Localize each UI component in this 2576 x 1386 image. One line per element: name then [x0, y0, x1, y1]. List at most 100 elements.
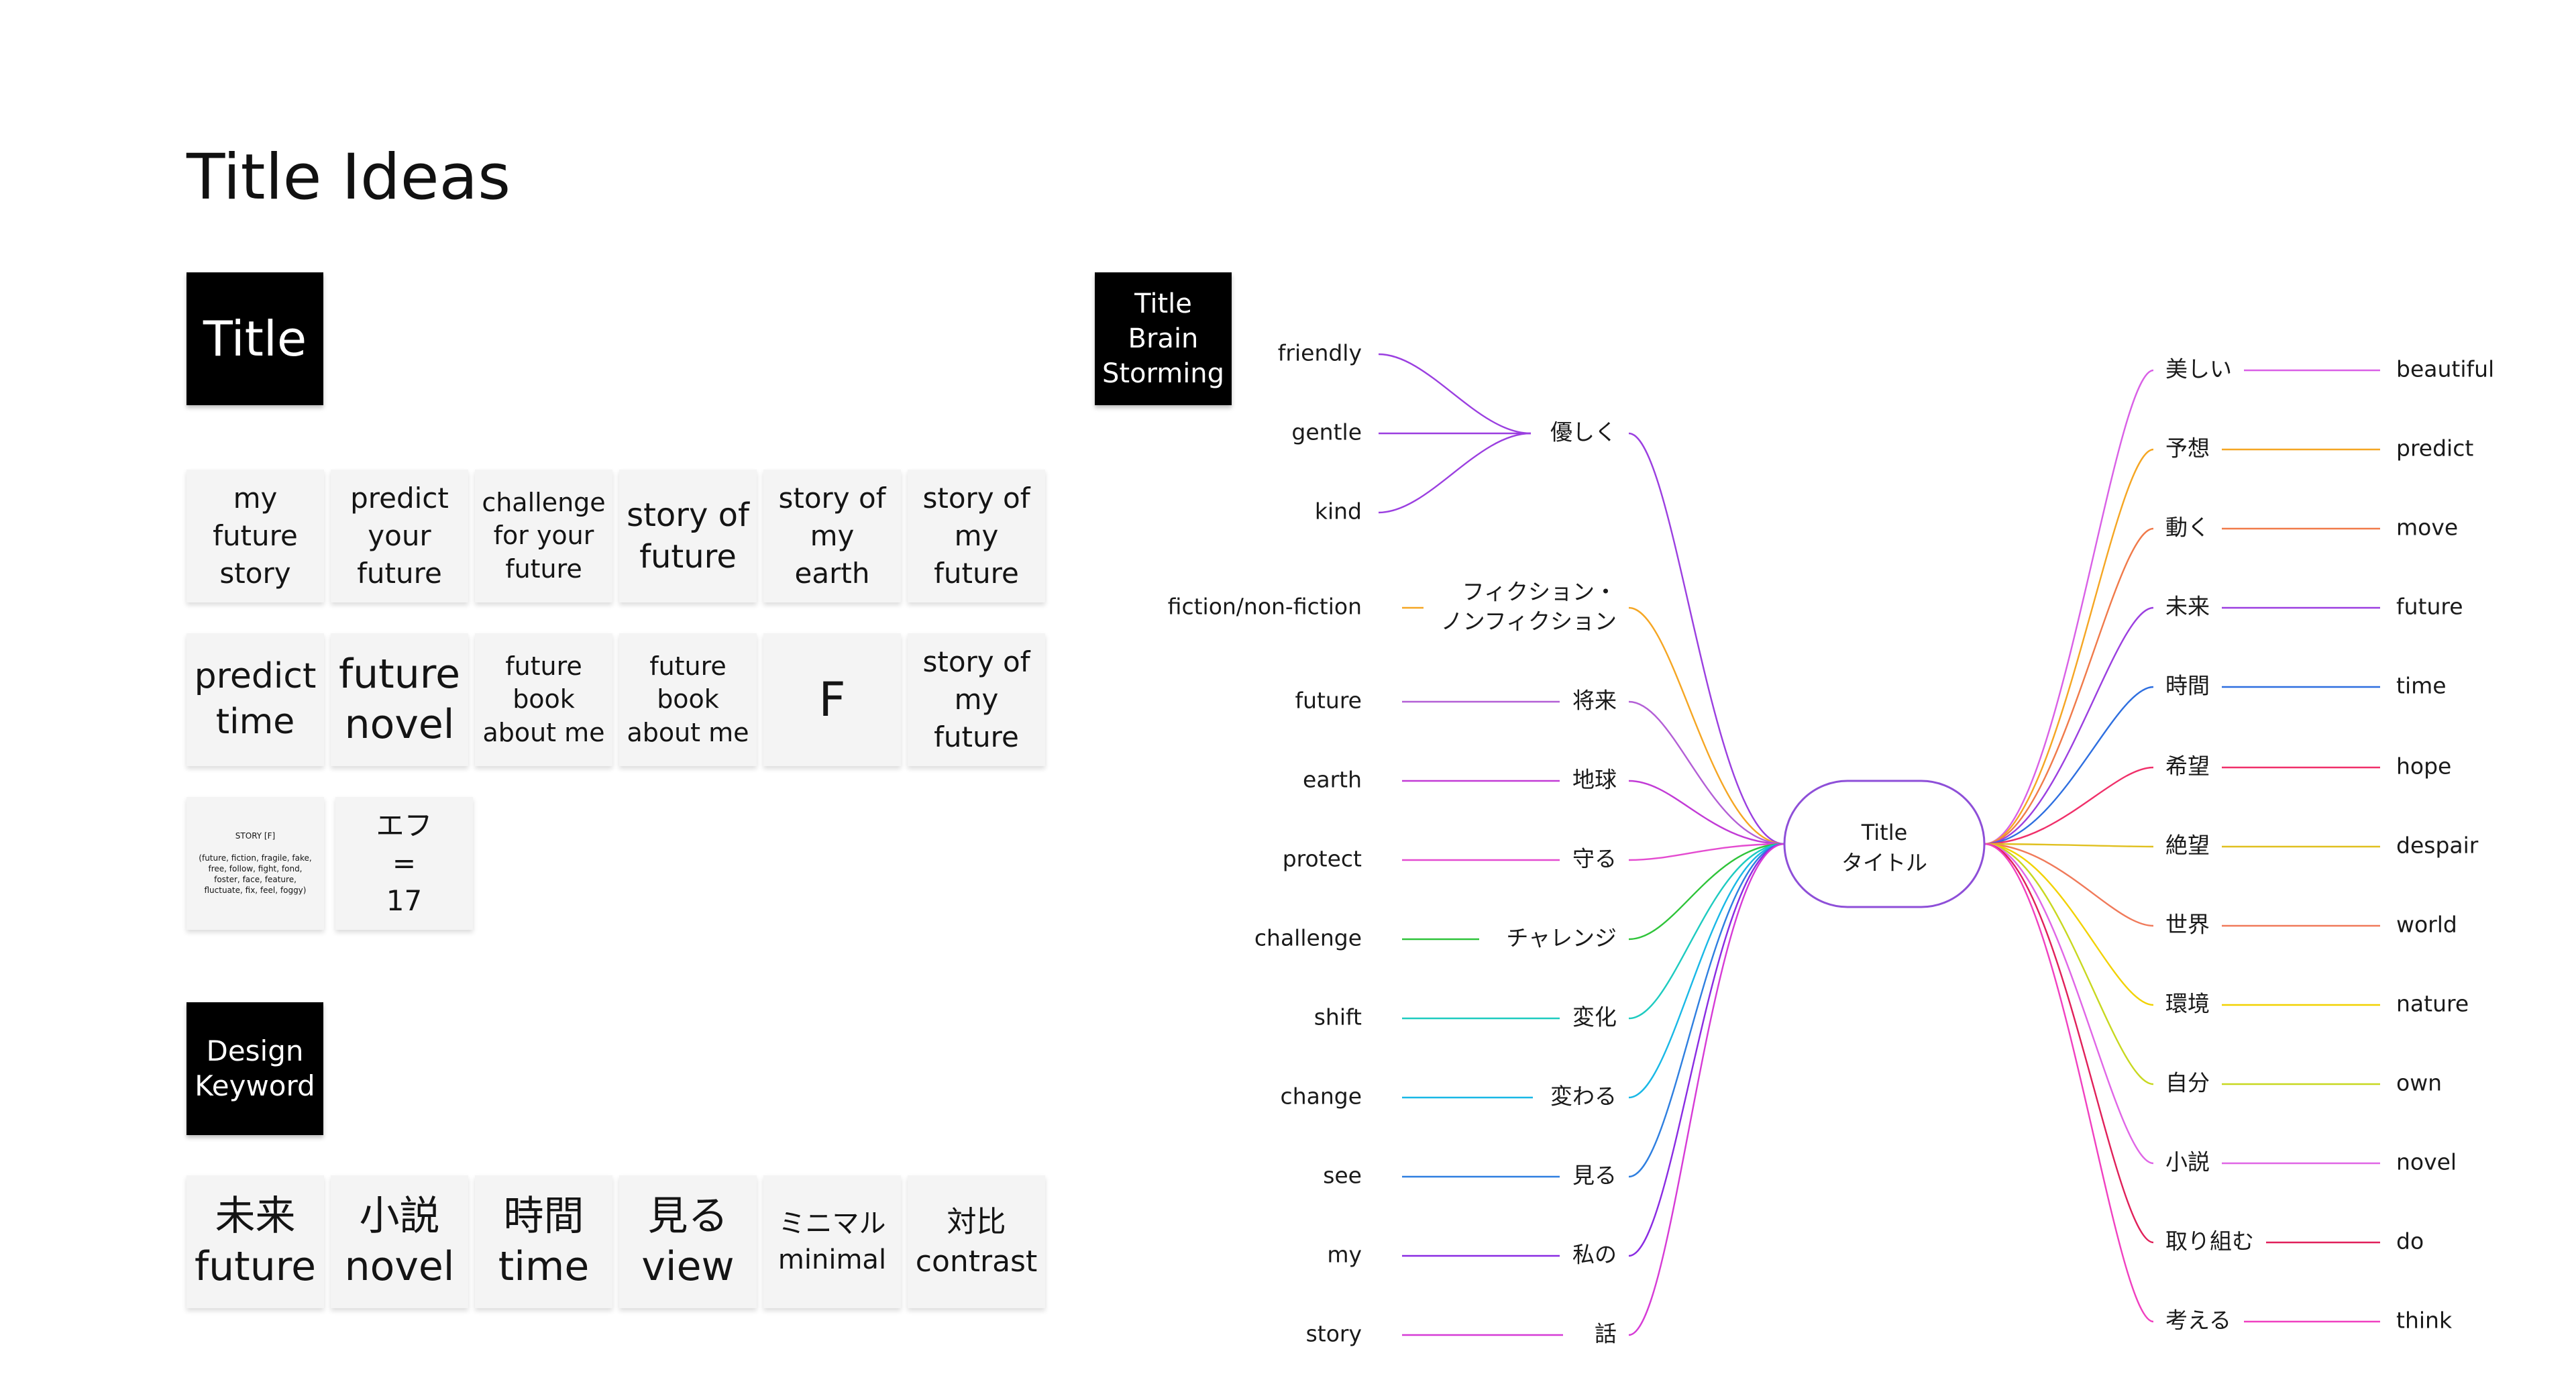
- branch-link: [1984, 527, 2154, 845]
- sticky-note[interactable]: predict time: [186, 633, 324, 766]
- branch-link: [1628, 843, 1785, 1099]
- sticky-note[interactable]: story of future: [619, 470, 757, 602]
- leaf-node-en[interactable]: change: [1281, 1083, 1362, 1110]
- leaf-node-en[interactable]: future: [1295, 688, 1362, 714]
- child-node-en[interactable]: friendly: [1278, 340, 1362, 366]
- sticky-note[interactable]: story of my future: [908, 470, 1045, 602]
- branch-node-ja[interactable]: 予想: [2165, 435, 2210, 462]
- branch-node-ja[interactable]: 地球: [1572, 767, 1617, 793]
- branch-node-ja[interactable]: 時間: [2165, 673, 2210, 699]
- leaf-node-en[interactable]: despair: [2396, 833, 2479, 859]
- branch-link: [1984, 606, 2154, 845]
- branch-node-ja[interactable]: フィクション・ノンフィクション: [1441, 579, 1617, 635]
- sticky-note[interactable]: story of my future: [908, 633, 1045, 766]
- branch-node-ja[interactable]: 自分: [2165, 1070, 2210, 1096]
- branch-link: [1984, 843, 2154, 1244]
- branch-node-ja[interactable]: 話: [1595, 1321, 1617, 1347]
- branch-node-ja[interactable]: 動く: [2165, 515, 2210, 541]
- branch-node-ja[interactable]: 環境: [2165, 991, 2210, 1017]
- leaf-node-en[interactable]: story: [1306, 1321, 1362, 1347]
- branch-link: [1984, 843, 2154, 1006]
- branch-link: [1984, 843, 2154, 1323]
- leaf-node-en[interactable]: do: [2396, 1228, 2424, 1255]
- branch-link: [1628, 432, 1785, 845]
- branch-link: [1628, 843, 1785, 1020]
- sticky-note[interactable]: ミニマル minimal: [763, 1175, 901, 1308]
- sticky-note[interactable]: predict your future: [331, 470, 468, 602]
- child-link: [1378, 432, 1532, 514]
- page-title: Title Ideas: [186, 141, 511, 214]
- sticky-note[interactable]: challenge for your future: [475, 470, 612, 602]
- leaf-node-en[interactable]: think: [2396, 1308, 2453, 1334]
- branch-link: [1628, 843, 1785, 1257]
- branch-node-ja[interactable]: 将来: [1572, 688, 1617, 714]
- sticky-note[interactable]: future novel: [331, 633, 468, 766]
- branch-link: [1628, 700, 1785, 845]
- branch-link: [1984, 843, 2154, 848]
- leaf-node-en[interactable]: future: [2396, 594, 2463, 620]
- branch-node-ja[interactable]: 守る: [1572, 846, 1617, 872]
- leaf-node-en[interactable]: fiction/non-fiction: [1168, 594, 1362, 620]
- branch-node-ja[interactable]: 変わる: [1550, 1083, 1617, 1110]
- branch-link: [1628, 843, 1785, 941]
- leaf-node-en[interactable]: hope: [2396, 753, 2451, 780]
- sticky-note[interactable]: エフ = 17: [335, 797, 473, 930]
- leaf-node-en[interactable]: move: [2396, 515, 2458, 541]
- child-link: [1378, 353, 1532, 435]
- leaf-node-en[interactable]: nature: [2396, 991, 2469, 1017]
- child-node-en[interactable]: kind: [1315, 498, 1362, 525]
- central-topic-en: Title: [1861, 820, 1908, 845]
- branch-node-ja[interactable]: 絶望: [2165, 833, 2210, 859]
- branch-link: [1984, 766, 2154, 845]
- sticky-note[interactable]: 時間 time: [475, 1175, 612, 1308]
- branch-link: [1628, 843, 1785, 1336]
- sticky-note[interactable]: 小説 novel: [331, 1175, 468, 1308]
- sticky-note[interactable]: story of my earth: [763, 470, 901, 602]
- sticky-note[interactable]: F: [763, 633, 901, 766]
- branch-link: [1628, 606, 1785, 845]
- leaf-node-en[interactable]: my: [1327, 1242, 1362, 1268]
- branch-node-ja[interactable]: 小説: [2165, 1149, 2210, 1175]
- leaf-node-en[interactable]: see: [1323, 1163, 1362, 1189]
- central-topic-node[interactable]: [1783, 780, 1986, 908]
- branch-link: [1628, 780, 1785, 845]
- branch-link: [1984, 686, 2154, 845]
- branch-node-ja[interactable]: 希望: [2165, 753, 2210, 780]
- branch-node-ja[interactable]: 取り組む: [2165, 1228, 2254, 1255]
- branch-link: [1628, 843, 1785, 861]
- branch-link: [1628, 843, 1785, 1178]
- brainstorming-label: Title Brain Storming: [1095, 272, 1232, 405]
- sticky-note[interactable]: future book about me: [475, 633, 612, 766]
- leaf-node-en[interactable]: shift: [1314, 1004, 1362, 1030]
- branch-node-ja[interactable]: チャレンジ: [1506, 925, 1617, 951]
- branch-link: [1984, 448, 2154, 845]
- leaf-node-en[interactable]: predict: [2396, 435, 2473, 462]
- branch-node-ja[interactable]: 私の: [1572, 1242, 1617, 1268]
- sticky-note[interactable]: 未来 future: [186, 1175, 324, 1308]
- mind-map-links: [1378, 353, 2380, 1336]
- branch-node-ja[interactable]: 見る: [1572, 1163, 1617, 1189]
- title-section-label: Title: [186, 272, 323, 405]
- leaf-node-en[interactable]: novel: [2396, 1149, 2457, 1175]
- sticky-note[interactable]: my future story: [186, 470, 324, 602]
- leaf-node-en[interactable]: time: [2396, 673, 2447, 699]
- branch-node-ja[interactable]: 美しい: [2165, 356, 2232, 382]
- sticky-note[interactable]: STORY [F] (future, fiction, fragile, fak…: [186, 797, 324, 930]
- branch-node-ja[interactable]: 優しく: [1550, 419, 1617, 445]
- sticky-note[interactable]: 見る view: [619, 1175, 757, 1308]
- leaf-node-en[interactable]: challenge: [1254, 925, 1362, 951]
- leaf-node-en[interactable]: protect: [1283, 846, 1362, 872]
- branch-node-ja[interactable]: 変化: [1572, 1004, 1617, 1030]
- branch-node-ja[interactable]: 未来: [2165, 594, 2210, 620]
- leaf-node-en[interactable]: earth: [1303, 767, 1362, 793]
- sticky-note[interactable]: future book about me: [619, 633, 757, 766]
- branch-node-ja[interactable]: 世界: [2165, 912, 2210, 938]
- sticky-note[interactable]: 対比 contrast: [908, 1175, 1045, 1308]
- leaf-node-en[interactable]: own: [2396, 1070, 2442, 1096]
- leaf-node-en[interactable]: world: [2396, 912, 2457, 938]
- child-node-en[interactable]: gentle: [1291, 419, 1362, 445]
- design-keyword-label: Design Keyword: [186, 1002, 323, 1135]
- leaf-node-en[interactable]: beautiful: [2396, 356, 2494, 382]
- branch-node-ja[interactable]: 考える: [2165, 1308, 2231, 1334]
